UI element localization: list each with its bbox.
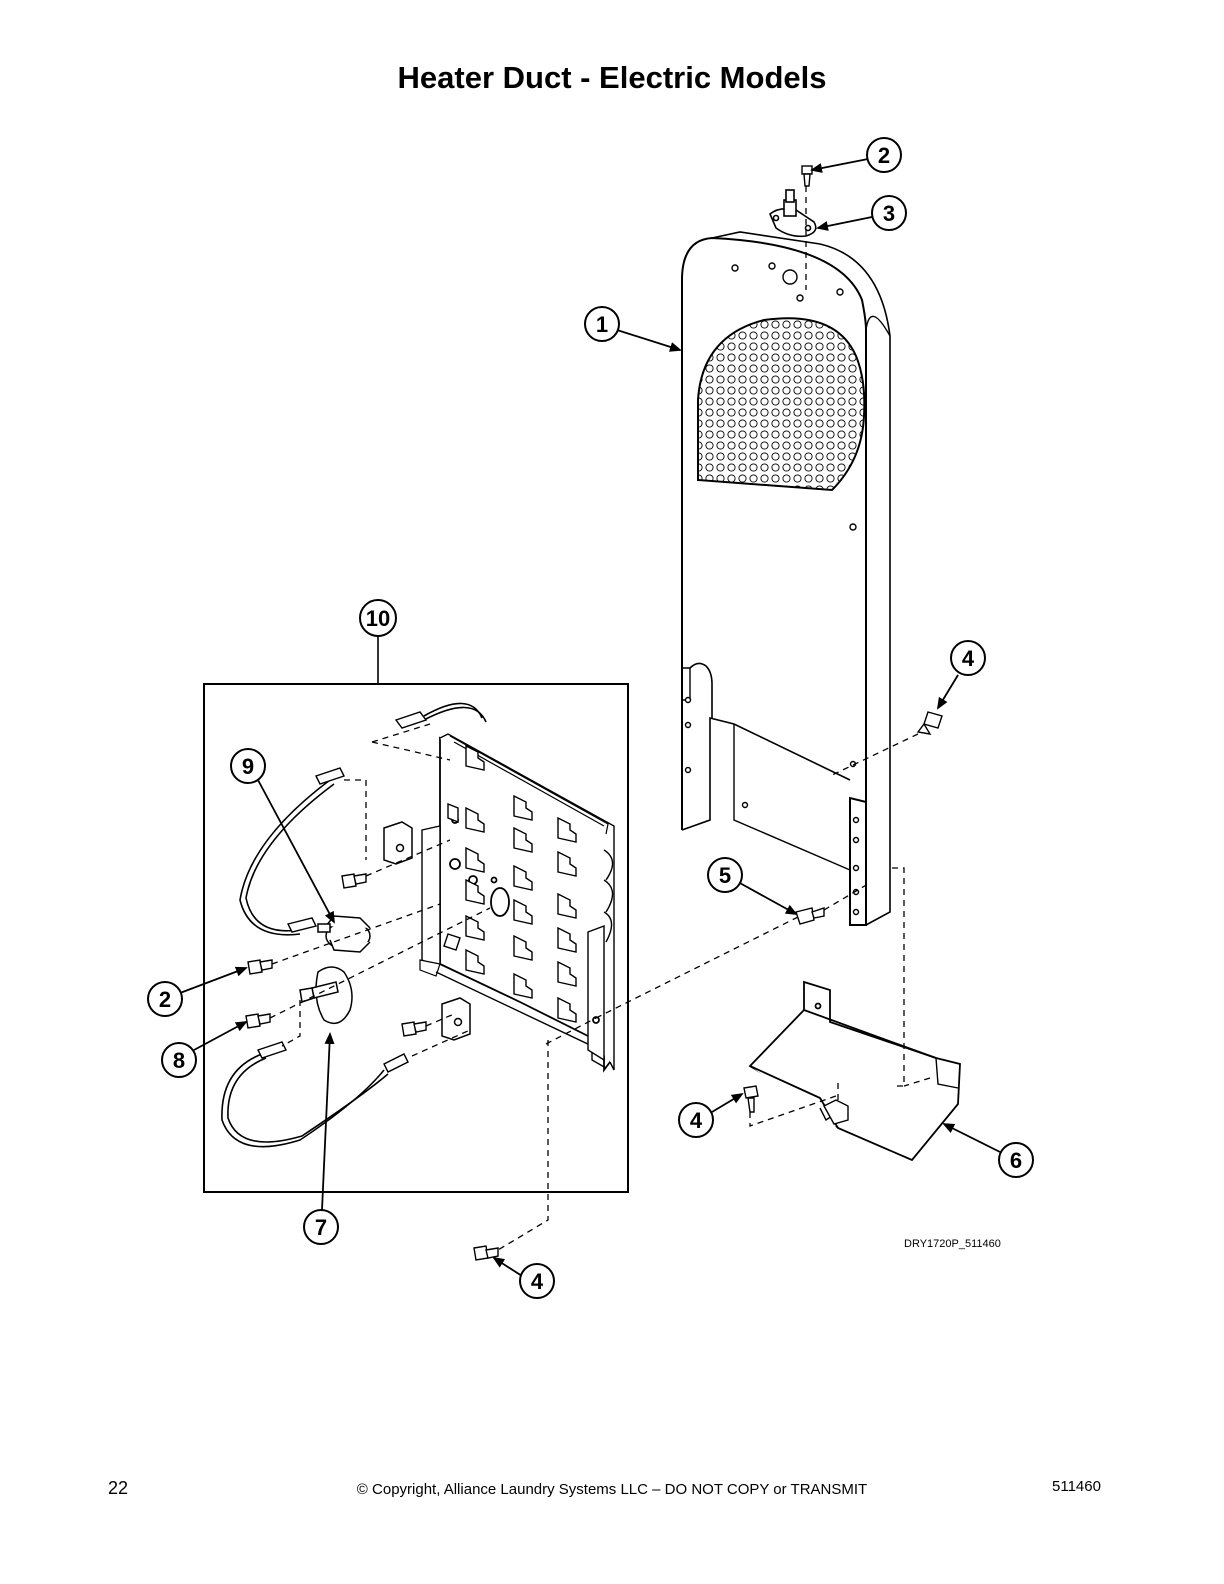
callout-9: 9 bbox=[230, 748, 266, 784]
diagram-reference-code: DRY1720P_511460 bbox=[904, 1238, 1001, 1250]
alignment-lines bbox=[269, 723, 801, 1251]
screw-right-part bbox=[916, 711, 943, 735]
svg-text:2: 2 bbox=[878, 143, 890, 168]
svg-text:9: 9 bbox=[242, 754, 254, 779]
heater-assembly-box bbox=[203, 683, 629, 1193]
screw-top-part bbox=[801, 165, 813, 187]
svg-text:10: 10 bbox=[366, 606, 390, 631]
callout-10: 10 bbox=[359, 599, 397, 637]
svg-text:6: 6 bbox=[1010, 1148, 1022, 1173]
svg-text:1: 1 bbox=[596, 312, 608, 337]
copyright-notice: © Copyright, Alliance Laundry Systems LL… bbox=[356, 1481, 868, 1498]
svg-text:4: 4 bbox=[690, 1108, 703, 1133]
svg-text:4: 4 bbox=[962, 646, 975, 671]
wire-harness bbox=[221, 702, 487, 1148]
callout-4-bracket: 4 bbox=[678, 1102, 714, 1138]
callout-4-right: 4 bbox=[950, 640, 986, 676]
page-number: 22 bbox=[108, 1478, 129, 1498]
high-limit-thermostat-part bbox=[769, 189, 817, 238]
heater-duct-part bbox=[681, 231, 891, 926]
thermal-fuse-part bbox=[299, 966, 353, 1025]
svg-text:2: 2 bbox=[159, 987, 171, 1012]
screws-in-assembly bbox=[245, 873, 427, 1037]
document-number: 511460 bbox=[1052, 1478, 1101, 1495]
callout-3: 3 bbox=[871, 195, 907, 231]
screw-bottom-part bbox=[473, 1245, 499, 1261]
element-clips bbox=[443, 744, 577, 1023]
svg-text:8: 8 bbox=[173, 1048, 185, 1073]
callout-7: 7 bbox=[303, 1209, 339, 1245]
terminal-blocks bbox=[383, 821, 471, 1041]
svg-text:3: 3 bbox=[883, 201, 895, 226]
wire-connectors bbox=[257, 711, 428, 1073]
callout-6: 6 bbox=[998, 1142, 1034, 1178]
screw-5-part bbox=[795, 907, 825, 925]
svg-text:5: 5 bbox=[719, 863, 731, 888]
callout-2-top: 2 bbox=[866, 137, 902, 173]
callout-5: 5 bbox=[707, 857, 743, 893]
callout-8: 8 bbox=[161, 1042, 197, 1078]
svg-text:7: 7 bbox=[315, 1215, 327, 1240]
heater-element-part bbox=[419, 733, 615, 1073]
thermostat-9-part bbox=[317, 915, 371, 953]
heater-bracket-part bbox=[748, 980, 961, 1162]
leader-lines bbox=[179, 158, 1001, 1277]
callout-2-left: 2 bbox=[147, 981, 183, 1017]
screw-bracket-part bbox=[743, 1085, 759, 1113]
callout-1: 1 bbox=[584, 306, 620, 342]
page-title: Heater Duct - Electric Models bbox=[397, 60, 827, 95]
svg-text:4: 4 bbox=[531, 1269, 544, 1294]
callout-4-bottom: 4 bbox=[519, 1263, 555, 1299]
